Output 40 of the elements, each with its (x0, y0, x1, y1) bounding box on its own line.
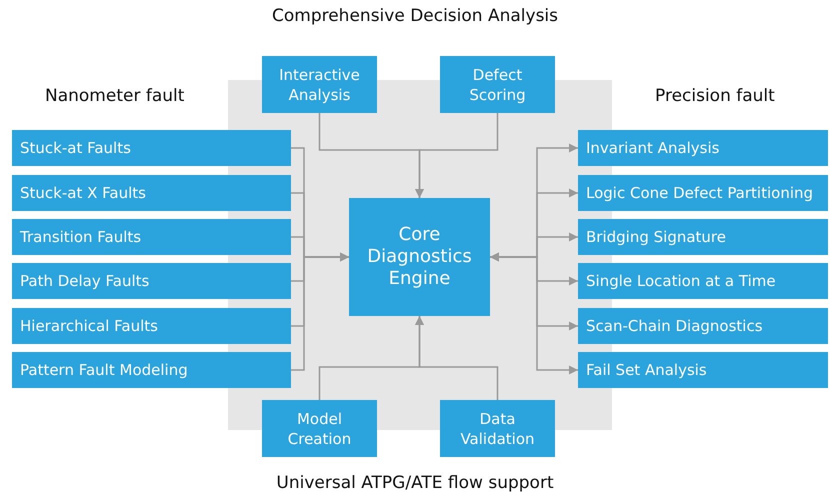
node-label: Interactive Analysis (278, 64, 361, 104)
process-box (578, 219, 828, 255)
diagram-caption: Universal ATPG/ATE flow support (276, 473, 554, 493)
connector-arrow (415, 316, 498, 400)
node-label: Transition Faults (20, 227, 142, 247)
node-label: Pattern Fault Modeling (20, 360, 188, 380)
process-box (578, 175, 828, 211)
node-label: Model Creation (286, 408, 352, 448)
node-label: Path Delay Faults (20, 271, 150, 291)
process-box (262, 400, 377, 457)
diagram-title: Comprehensive Decision Analysis (272, 6, 558, 26)
process-box (578, 263, 828, 299)
node-label: Stuck-at Faults (20, 138, 131, 158)
process-box (262, 56, 377, 113)
process-box (12, 352, 291, 388)
node-label: Bridging Signature (586, 227, 726, 247)
node-label: Scan-Chain Diagnostics (586, 316, 763, 336)
process-box (12, 175, 291, 211)
node-label: Invariant Analysis (586, 138, 720, 158)
node-label: Fail Set Analysis (586, 360, 707, 380)
node-label: Logic Cone Defect Partitioning (586, 183, 814, 203)
process-box (12, 263, 291, 299)
process-box (12, 219, 291, 255)
node-label: Core Diagnostics Engine (366, 224, 473, 290)
process-box (440, 400, 555, 457)
process-box (578, 308, 828, 344)
connector-arrow (415, 113, 498, 198)
node-label: Stuck-at X Faults (20, 183, 146, 203)
process-box (578, 130, 828, 166)
process-box (578, 352, 828, 388)
process-box (12, 130, 291, 166)
node-label: Hierarchical Faults (20, 316, 158, 336)
section-heading: Nanometer fault (45, 86, 184, 106)
node-label: Single Location at a Time (586, 271, 776, 291)
section-heading: Precision fault (655, 86, 775, 106)
process-box (12, 308, 291, 344)
process-box (440, 56, 555, 113)
node-label: Defect Scoring (468, 64, 527, 104)
node-label: Data Validation (459, 408, 536, 448)
process-box (349, 198, 490, 316)
